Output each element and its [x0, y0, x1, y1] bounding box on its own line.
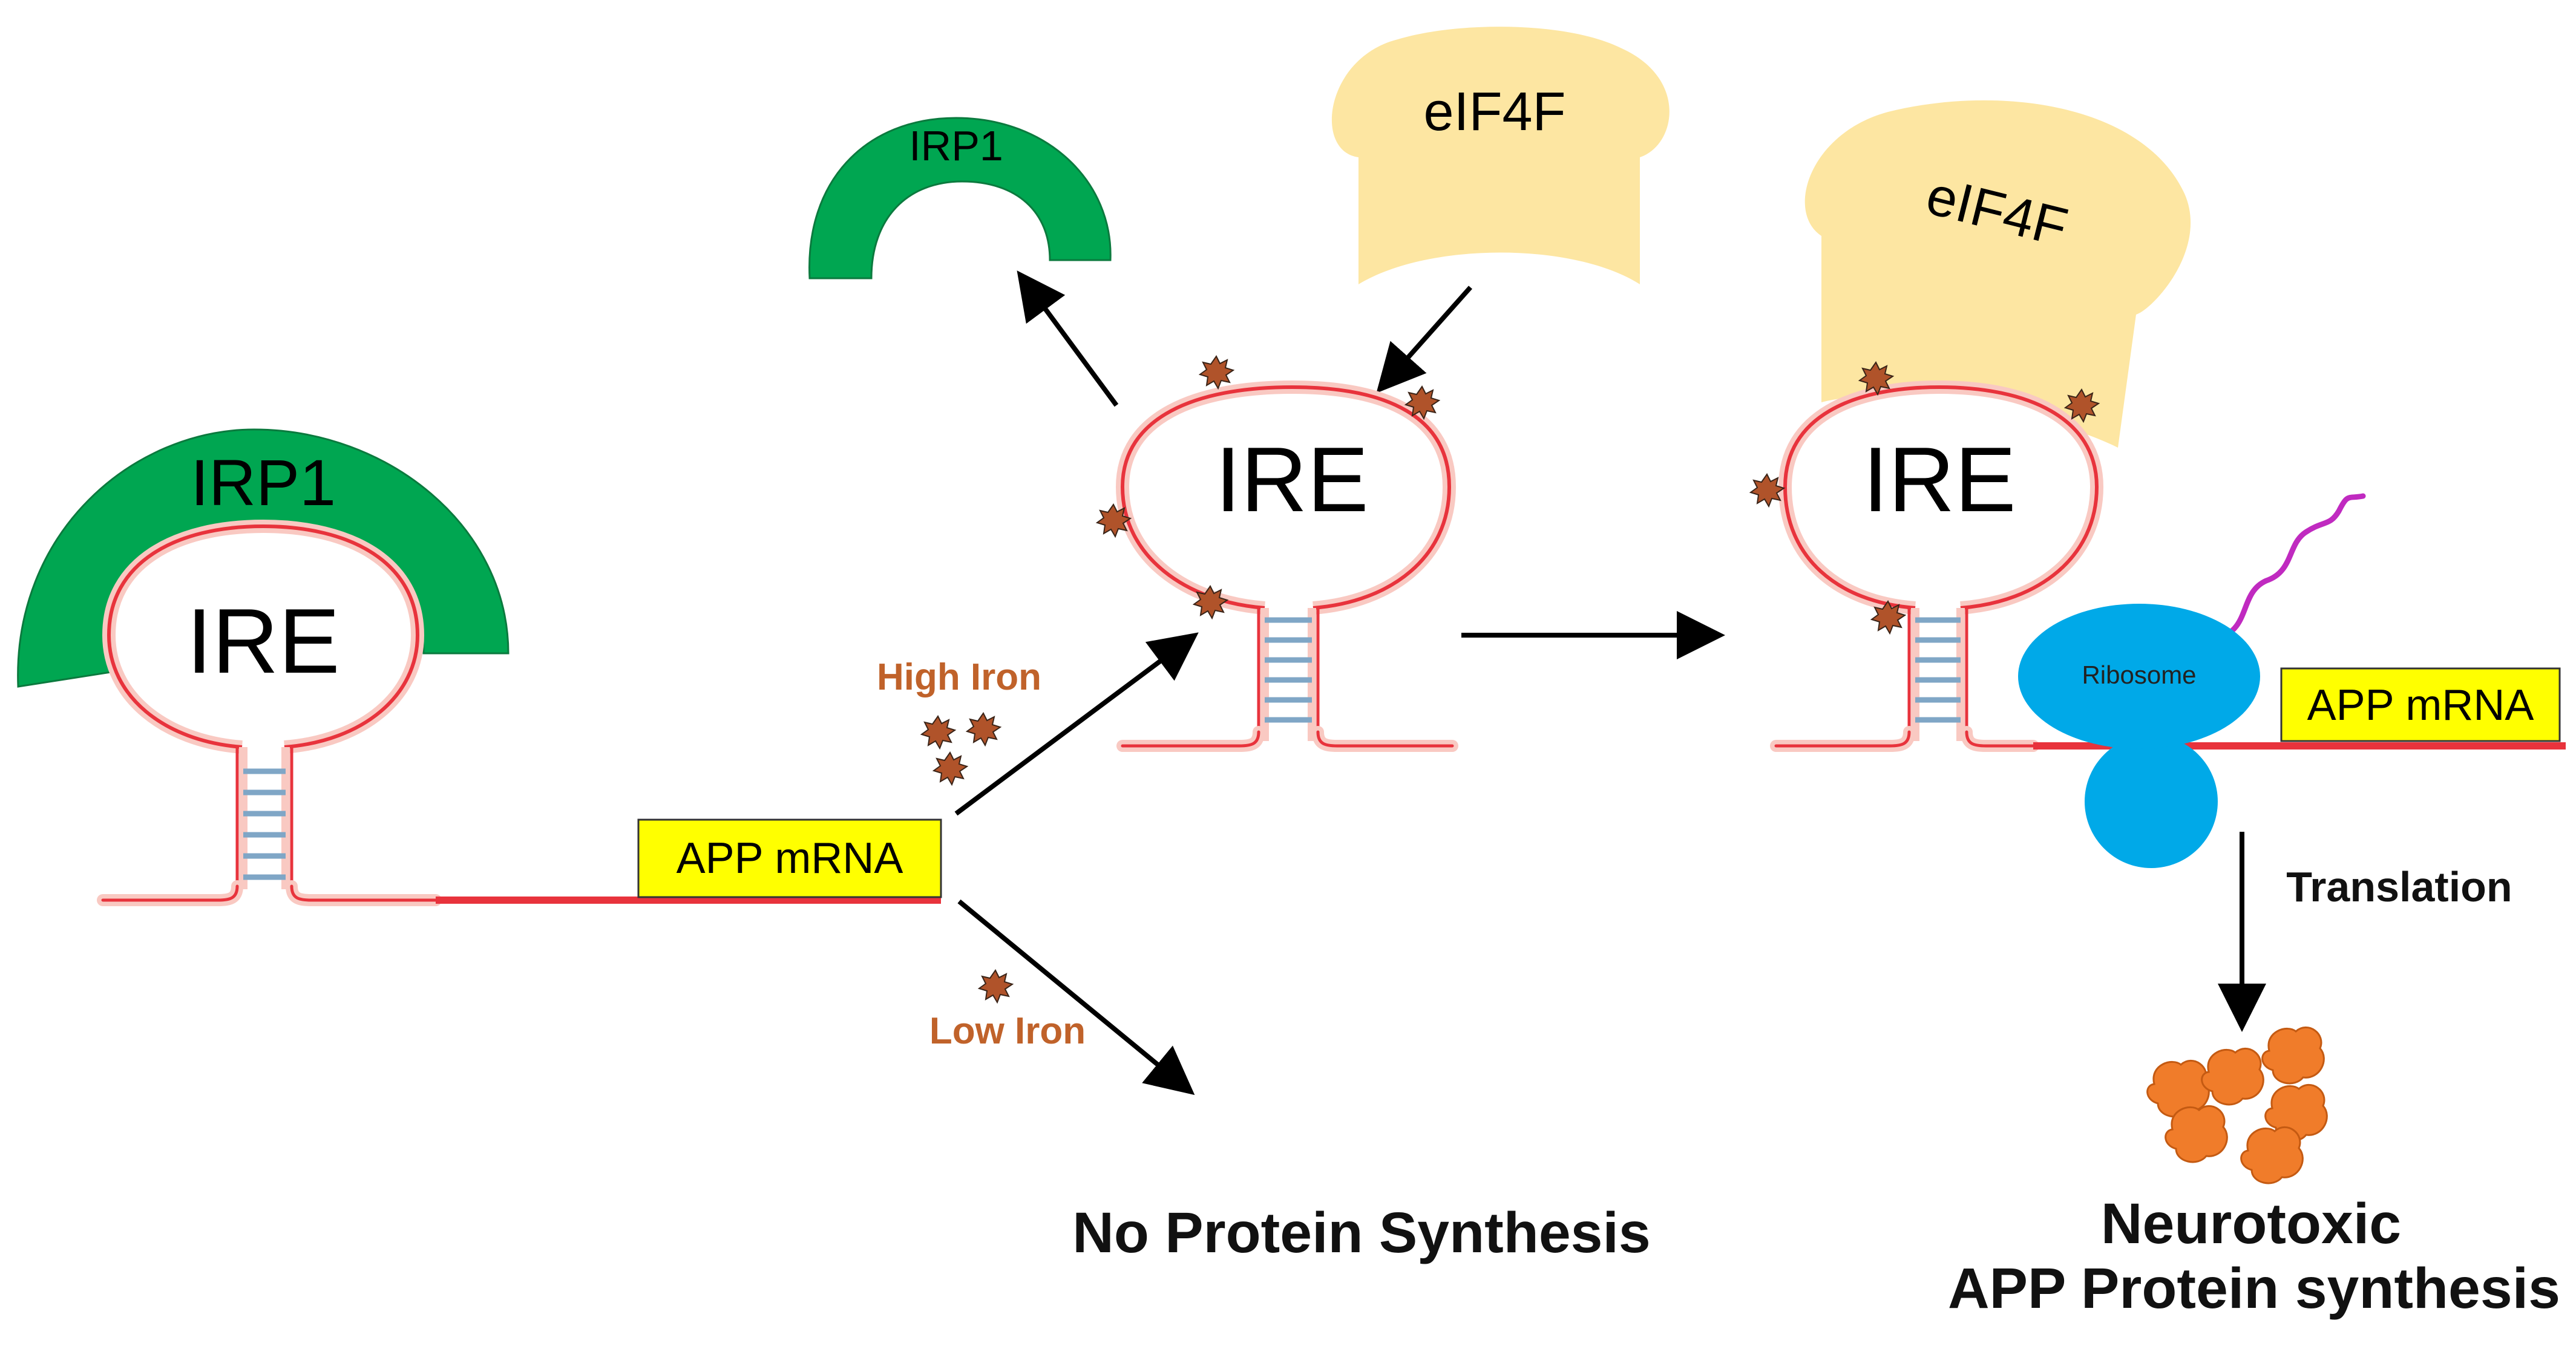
ire-released-group: IRP1 eIF4F IRE: [808, 27, 1670, 752]
eif4f-label-top: eIF4F: [1423, 82, 1565, 142]
irp1-bound-ire-group: IRP1 IRE: [17, 428, 942, 906]
no-protein-synthesis-label: No Protein Synthesis: [1072, 1201, 1650, 1265]
app-protein-aggregates: [2146, 1026, 2328, 1184]
ribosome: [2018, 604, 2260, 868]
ribosome-label: Ribosome: [2082, 661, 2196, 689]
low-iron-particle: [978, 970, 1013, 1003]
eif4f-protein-top: [1331, 27, 1670, 284]
app-protein-synthesis-label: APP Protein synthesis: [1948, 1256, 2560, 1321]
low-iron-label: Low Iron: [929, 1010, 1086, 1052]
ire-stem-loop-right: [1770, 380, 2104, 752]
arrow-low-iron: [957, 899, 1195, 1096]
ire-label-middle: IRE: [1215, 428, 1368, 531]
arrow-irp1-release: [1017, 270, 1119, 407]
high-iron-particles: [921, 713, 1001, 785]
app-mrna-label-right: APP mRNA: [2307, 681, 2534, 730]
ire-stem-loop-left: [97, 519, 442, 906]
app-mrna-box-left: [637, 818, 942, 898]
app-mrna-box-right: [2280, 667, 2561, 742]
ire-stem-loop-middle: [1115, 380, 1458, 752]
ire-label-right: IRE: [1863, 428, 2016, 531]
translation-label: Translation: [2286, 863, 2512, 910]
ire-label-left: IRE: [186, 590, 339, 693]
arrow-eif4f-bind: [1376, 286, 1472, 393]
translation-complex-group: eIF4F IRE: [1750, 100, 2566, 1321]
neurotoxic-label: Neurotoxic: [2101, 1192, 2401, 1256]
irp1-label-large: IRP1: [191, 446, 336, 519]
nascent-peptide: [2215, 493, 2366, 641]
app-mrna-label-left: APP mRNA: [677, 834, 903, 883]
arrow-high-iron: [954, 632, 1199, 816]
irp1-label-small: IRP1: [909, 122, 1003, 169]
irp1-protein-small: [808, 117, 1112, 279]
eif4f-protein-large: [1804, 100, 2191, 448]
high-iron-label: High Iron: [877, 656, 1041, 698]
